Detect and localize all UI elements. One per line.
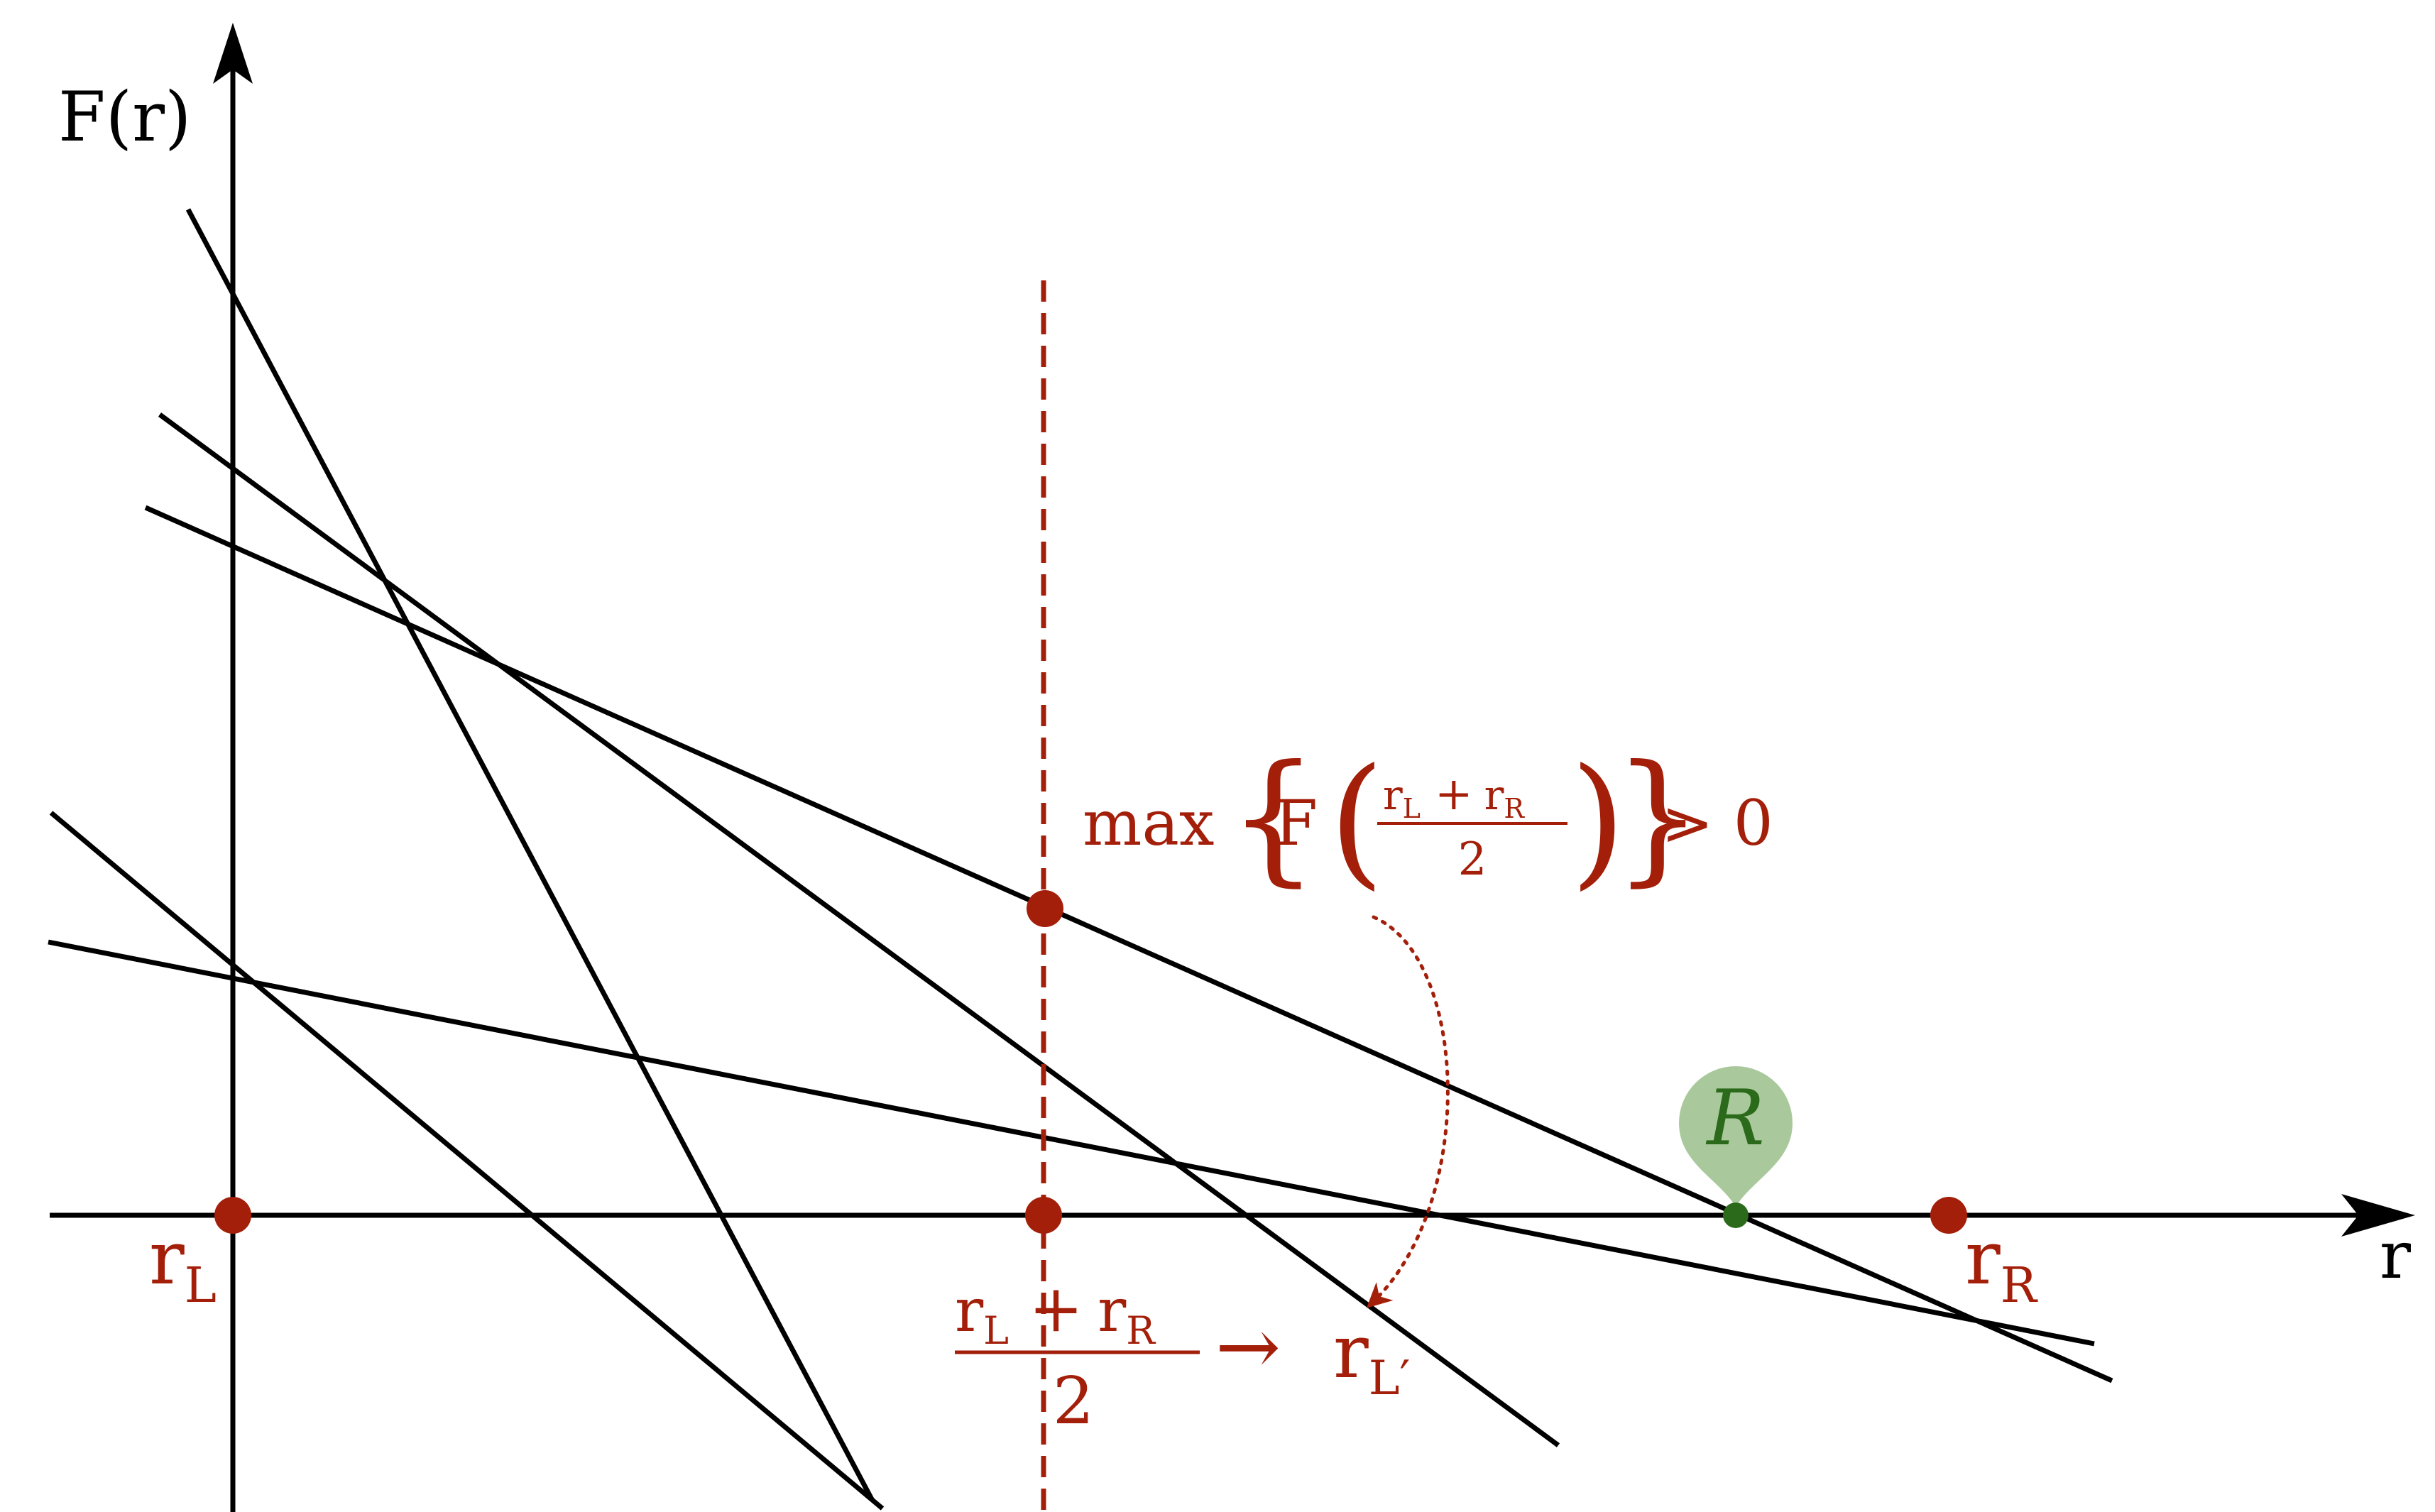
cond-den: 2 bbox=[1458, 833, 1487, 886]
cond-num-b-sub: R bbox=[1504, 793, 1525, 824]
cond-plus: + bbox=[1435, 768, 1473, 821]
cond-relation: > 0 bbox=[1661, 787, 1773, 860]
r-left-subscript: L bbox=[185, 1258, 217, 1314]
mid-denominator: 2 bbox=[1053, 1363, 1095, 1439]
r-right-symbol: r bbox=[1965, 1215, 2001, 1301]
mid-result: r bbox=[1333, 1308, 1369, 1395]
function-line-1 bbox=[185, 208, 875, 1501]
cond-num-a-sub: L bbox=[1403, 793, 1421, 824]
r-left-label: rL bbox=[149, 1215, 217, 1314]
arrowhead-up-icon bbox=[213, 23, 253, 84]
mid-plus: + bbox=[1029, 1271, 1083, 1347]
function-lines bbox=[48, 208, 2113, 1511]
function-line-4 bbox=[49, 811, 885, 1511]
cond-max: max bbox=[1083, 787, 1215, 860]
mid-num-b-sub: R bbox=[1126, 1308, 1156, 1353]
svg-text:rL+rR: rL+rR bbox=[955, 1271, 1156, 1353]
max-value-point bbox=[1027, 890, 1063, 927]
r-right-subscript: R bbox=[2001, 1258, 2038, 1314]
cond-num-a: r bbox=[1383, 771, 1403, 819]
cond-func: F bbox=[1274, 787, 1318, 860]
curved-dotted-arrow-icon bbox=[1366, 915, 1450, 1308]
r-right-point bbox=[1930, 1197, 1967, 1234]
r-left-symbol: r bbox=[149, 1215, 185, 1301]
svg-text:rL′: rL′ bbox=[1333, 1308, 1411, 1406]
midpoint-formula: rL+rR 2 → rL′ bbox=[955, 1271, 1411, 1439]
midpoint-point bbox=[1025, 1197, 1062, 1234]
cond-left-paren: ( bbox=[1329, 738, 1384, 904]
map-pin-icon bbox=[1679, 1066, 1793, 1207]
x-axis-label: r bbox=[2380, 1217, 2411, 1293]
cond-left-brace: { bbox=[1228, 735, 1318, 900]
arrowhead-right-icon bbox=[2341, 1194, 2415, 1237]
cond-right-brace: } bbox=[1613, 735, 1703, 900]
mid-arrow: → bbox=[1215, 1301, 1281, 1392]
r-left-point bbox=[214, 1197, 251, 1234]
mid-num-b: r bbox=[1098, 1276, 1127, 1345]
function-line-2 bbox=[158, 412, 1560, 1447]
cond-num-b: r bbox=[1484, 771, 1504, 819]
svg-text:rL+rR: rL+rR bbox=[1383, 768, 1525, 824]
root-label: R bbox=[1705, 1074, 1764, 1163]
mid-num-a-sub: L bbox=[983, 1308, 1009, 1353]
mid-num-a: r bbox=[955, 1276, 984, 1345]
mid-result-sub: L′ bbox=[1369, 1351, 1411, 1406]
y-axis-label: F(r) bbox=[58, 77, 191, 157]
condition-formula: max { F ( rL+rR 2 ) } > 0 bbox=[1083, 735, 1773, 904]
root-marker: R bbox=[1679, 1066, 1793, 1228]
r-right-label: rR bbox=[1965, 1215, 2038, 1314]
function-line-5 bbox=[48, 939, 2095, 1347]
root-point bbox=[1723, 1203, 1749, 1228]
cond-right-paren: ) bbox=[1570, 738, 1626, 904]
function-line-3 bbox=[144, 505, 2113, 1384]
